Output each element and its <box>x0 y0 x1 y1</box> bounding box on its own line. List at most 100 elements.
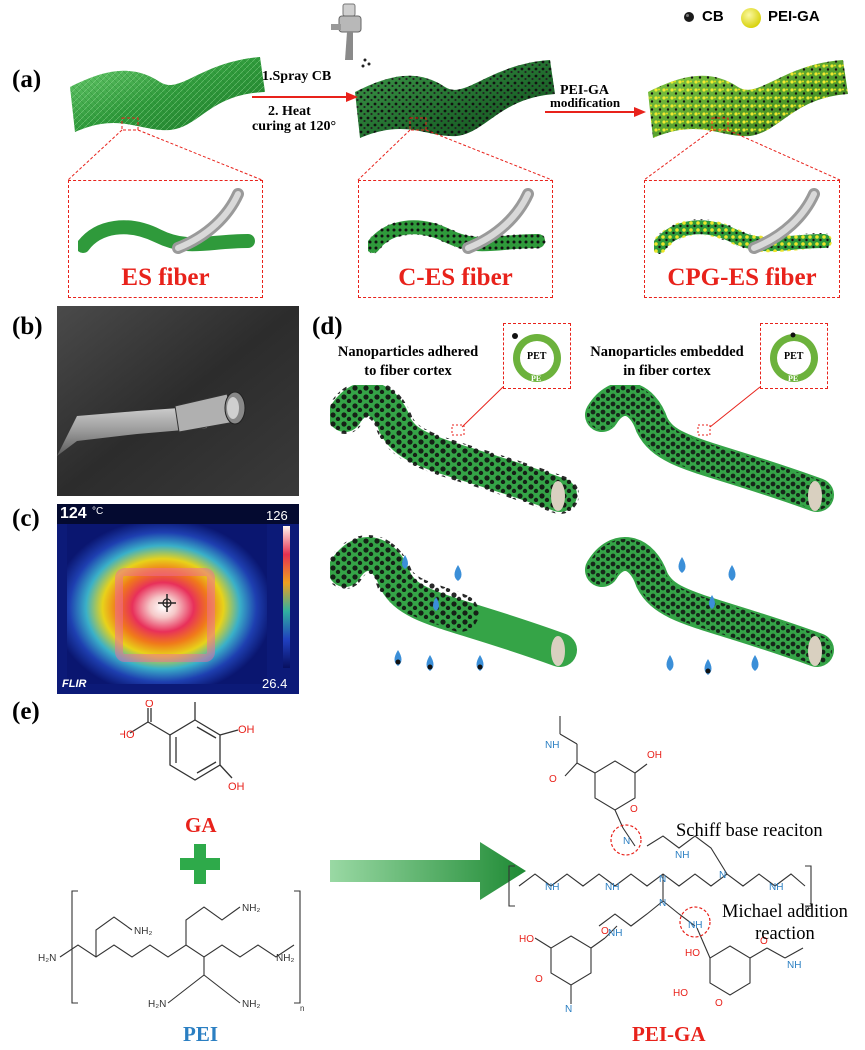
svg-text:NH: NH <box>675 850 689 861</box>
c-es-fiber-illustration <box>368 188 546 254</box>
step2-line2: modification <box>550 95 621 110</box>
michael-addition-line2: reaction <box>755 924 815 944</box>
svg-text:H₂N: H₂N <box>148 999 166 1010</box>
left-core-label: PET <box>527 351 547 362</box>
step1-line3: curing at 120° <box>252 119 337 134</box>
svg-text:NH₂: NH₂ <box>242 999 260 1010</box>
svg-text:n: n <box>805 904 809 913</box>
right-cross-section <box>770 332 818 382</box>
svg-text:H₂N: H₂N <box>38 953 56 964</box>
step2-line1: PEI-GA <box>560 83 609 98</box>
right-caption-line2: in fiber cortex <box>623 363 711 379</box>
water-droplets <box>394 555 759 675</box>
svg-text:NH: NH <box>605 882 619 893</box>
reaction-arrow <box>330 842 526 900</box>
svg-text:O: O <box>535 974 543 985</box>
svg-text:NH: NH <box>545 740 559 751</box>
svg-text:N: N <box>659 874 666 885</box>
michael-addition-label: Michael addition reaction <box>722 901 848 945</box>
left-cross-section <box>512 333 561 382</box>
panel-d-label: (d) <box>312 313 343 340</box>
right-cross-section-box <box>760 323 828 389</box>
svg-text:O: O <box>145 700 154 710</box>
step1-line2: 2. Heat <box>268 104 311 119</box>
svg-text:NH: NH <box>688 920 702 931</box>
svg-text:O: O <box>630 804 638 815</box>
svg-text:OH: OH <box>190 700 207 703</box>
c-es-fabric-sheet <box>355 60 555 138</box>
svg-text:O: O <box>715 998 723 1009</box>
svg-text:N: N <box>659 898 666 909</box>
pei-ga-label: PEI-GA <box>632 1022 706 1046</box>
legend-peiga: PEI-GA <box>768 8 820 25</box>
svg-text:NH: NH <box>545 882 559 893</box>
svg-text:O: O <box>601 926 609 937</box>
temp-readout: 124 <box>60 505 87 522</box>
michael-addition-line1: Michael addition <box>722 902 848 922</box>
svg-text:HO: HO <box>519 934 534 945</box>
c-es-fiber-zoom-box <box>358 180 553 298</box>
sem-image <box>57 306 299 496</box>
svg-text:NH: NH <box>608 928 622 939</box>
cpg-es-fiber-zoom-box <box>644 180 840 298</box>
es-fiber-zoom-box <box>68 180 263 298</box>
fiber-adhered-bottom <box>330 535 577 667</box>
thermal-image <box>57 504 299 694</box>
svg-text:HO: HO <box>120 729 135 741</box>
svg-text:NH: NH <box>787 960 801 971</box>
panel-d-fibers <box>330 385 834 675</box>
svg-text:NH₂: NH₂ <box>276 953 294 964</box>
right-shell-label: PE <box>788 374 799 383</box>
svg-text:OH: OH <box>228 781 245 793</box>
spray-gun-icon <box>331 3 371 68</box>
svg-text:NH₂: NH₂ <box>134 926 152 937</box>
left-cross-section-box <box>503 323 571 389</box>
temp-unit: °C <box>92 506 104 517</box>
scale-max: 126 <box>266 508 288 523</box>
cb-legend-dot <box>684 12 694 22</box>
panel-a-label: (a) <box>12 66 42 93</box>
left-caption-line2: to fiber cortex <box>364 363 452 379</box>
left-shell-label: PE <box>531 374 542 383</box>
svg-text:OH: OH <box>647 750 662 761</box>
peiga-legend-dot <box>741 8 761 28</box>
right-caption: Nanoparticles embedded in fiber cortex <box>577 343 757 381</box>
panel-c-label: (c) <box>12 505 40 532</box>
arrow-step2 <box>545 107 646 117</box>
cpg-es-fiber-label: CPG-ES fiber <box>667 264 817 291</box>
panel-b-label: (b) <box>12 313 43 340</box>
right-caption-line1: Nanoparticles embedded <box>590 344 744 360</box>
cpg-es-fiber-illustration <box>654 188 832 254</box>
panel-e-label: (e) <box>12 698 40 725</box>
arrow-step1 <box>252 92 358 102</box>
pei-structure: H₂N NH₂ NH₂ NH₂ H₂N NH₂ n <box>38 890 304 1013</box>
svg-text:N: N <box>565 1004 572 1015</box>
svg-text:OH: OH <box>238 724 255 736</box>
es-fiber-label: ES fiber <box>121 264 210 291</box>
svg-text:n: n <box>300 1004 304 1013</box>
fiber-embedded-bottom <box>585 537 834 667</box>
c-es-fiber-label: C-ES fiber <box>398 264 513 291</box>
pei-label: PEI <box>183 1022 219 1046</box>
step1-line1: 1.Spray CB <box>262 69 332 84</box>
es-fiber-illustration <box>78 188 255 254</box>
ga-structure: HO O OH OH OH <box>120 700 255 793</box>
svg-text:NH: NH <box>769 882 783 893</box>
svg-text:O: O <box>549 774 557 785</box>
svg-text:N: N <box>719 870 726 881</box>
right-core-label: PET <box>784 351 804 362</box>
zoom-guides <box>67 117 841 181</box>
plus-icon <box>180 844 220 884</box>
ga-label: GA <box>185 813 217 837</box>
fiber-embedded-top <box>585 385 834 512</box>
legend-cb: CB <box>702 8 724 25</box>
scale-min: 26.4 <box>262 676 288 691</box>
left-caption-line1: Nanoparticles adhered <box>337 344 479 360</box>
es-fabric-sheet <box>70 57 265 132</box>
cross-section-connectors <box>451 386 761 436</box>
flir-logo: FLIR <box>62 678 87 690</box>
svg-text:NH₂: NH₂ <box>242 903 260 914</box>
cpg-es-fabric-sheet <box>648 60 848 138</box>
